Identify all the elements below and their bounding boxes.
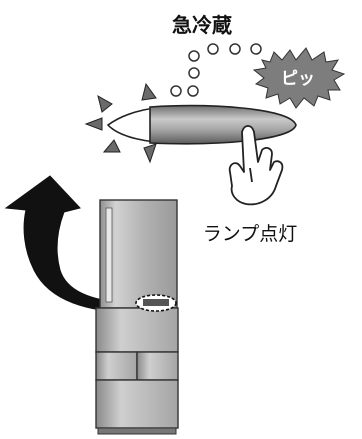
sound-burst-icon: ピッ (254, 48, 344, 108)
mode-name-label: 急冷蔵 (172, 13, 232, 37)
fridge-base (98, 428, 176, 434)
refrigerator (96, 200, 178, 434)
fridge-drawer-1 (96, 308, 178, 352)
sound-effect-label: ピッ (281, 69, 315, 89)
control-panel (143, 299, 169, 306)
quick-cool-button (108, 106, 296, 144)
fridge-handle (106, 208, 112, 302)
lamp-on-label: ランプ点灯 (203, 223, 297, 245)
fridge-drawer-right (137, 352, 178, 380)
indicator-dots (171, 44, 261, 96)
fridge-drawer-bottom (96, 380, 178, 428)
fridge-drawer-left (96, 352, 137, 380)
